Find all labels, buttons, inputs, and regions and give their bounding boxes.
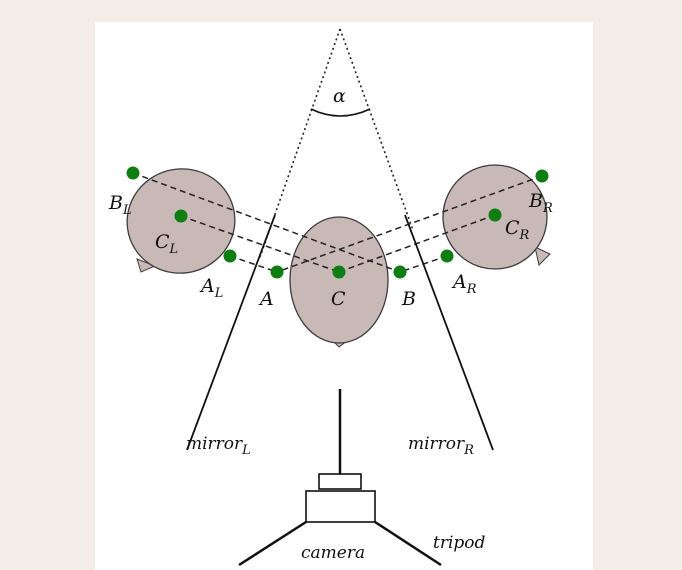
head-nose-left <box>136 258 157 273</box>
mirror-right <box>404 214 494 451</box>
label-b: B <box>401 288 416 310</box>
head-nose-right <box>534 246 551 266</box>
marker-c-l <box>174 209 188 223</box>
angle-label: α <box>333 85 346 107</box>
reflection-path-al-a <box>229 255 278 273</box>
mirror-right-label: mirrorR <box>408 434 474 458</box>
label-c: C <box>331 288 346 310</box>
label-c-r: CR <box>505 217 530 243</box>
camera-body <box>305 490 376 523</box>
tripod-label: tripod <box>433 533 486 553</box>
label-a-r: AR <box>451 271 477 297</box>
head-center <box>289 216 389 344</box>
tripod-leg-right <box>374 520 442 567</box>
mirror-left-label: mirrorL <box>186 434 251 458</box>
label-b-l: BL <box>108 192 132 218</box>
marker-c-r <box>488 208 502 222</box>
marker-b-r <box>535 169 549 183</box>
reflection-path-br-a <box>276 175 543 273</box>
angle-arc <box>310 108 371 117</box>
label-c-l: CL <box>155 231 178 257</box>
label-a: A <box>258 288 274 310</box>
reflection-path-cr-c <box>338 214 496 273</box>
marker-b <box>393 265 407 279</box>
diagram-figure: α BL CL AL A C B AR CR BR mirrorL mirror… <box>95 22 593 570</box>
label-a-l: AL <box>199 275 223 301</box>
marker-c <box>332 265 346 279</box>
marker-a <box>270 265 284 279</box>
marker-a-l <box>223 249 237 263</box>
camera-label: camera <box>301 543 365 563</box>
mirror-left <box>186 214 276 451</box>
label-b-r: BR <box>528 190 553 216</box>
reflection-path-cl-c <box>180 215 340 273</box>
fov-line-right <box>339 28 414 231</box>
camera-top <box>318 473 362 490</box>
tripod-leg-left <box>238 520 307 567</box>
marker-b-l <box>126 166 140 180</box>
marker-a-r <box>440 249 454 263</box>
reflection-path-bl-b <box>132 172 401 273</box>
mirror-camera-diagram: α BL CL AL A C B AR CR BR mirrorL mirror… <box>108 28 553 567</box>
